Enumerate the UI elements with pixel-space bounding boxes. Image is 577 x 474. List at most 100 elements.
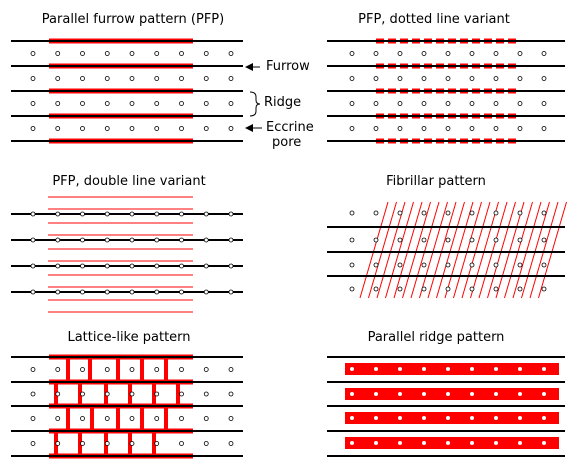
red-fibrillar-line (495, 201, 525, 299)
eccrine-pore (421, 126, 427, 131)
eccrine-pore (493, 51, 499, 56)
eccrine-pore (422, 392, 426, 396)
red-fibrillar-line (385, 201, 414, 299)
red-ridge-band (345, 412, 559, 424)
eccrine-pore (349, 237, 355, 243)
eccrine-pore (30, 263, 36, 269)
eccrine-pore (445, 126, 451, 131)
eccrine-pore (493, 101, 499, 106)
eccrine-pore (80, 76, 85, 81)
eccrine-pore (30, 441, 36, 446)
eccrine-pore (104, 367, 110, 372)
eccrine-pore (470, 441, 474, 445)
eccrine-pore (517, 51, 523, 56)
panel-pfp (11, 38, 243, 144)
eccrine-pore (422, 416, 426, 420)
eccrine-pore (179, 391, 184, 397)
panel-parallel-ridge (327, 356, 565, 457)
eccrine-pore (154, 101, 160, 106)
eccrine-pore (30, 211, 36, 217)
eccrine-pore (203, 416, 209, 421)
eccrine-pore (228, 76, 234, 81)
eccrine-pore (518, 392, 522, 396)
eccrine-pore (445, 101, 451, 106)
eccrine-pore (517, 262, 523, 268)
eccrine-pore (228, 126, 234, 131)
eccrine-pore (517, 237, 523, 243)
eccrine-pore (469, 51, 475, 56)
eccrine-pore (469, 101, 475, 106)
eccrine-pore (30, 289, 36, 295)
eccrine-pore (129, 237, 135, 243)
eccrine-pore (373, 286, 379, 292)
eccrine-pore (517, 76, 523, 81)
eccrine-pore (446, 392, 450, 396)
eccrine-pore (203, 237, 209, 243)
eccrine-pore (80, 101, 85, 106)
eccrine-pore (55, 126, 61, 131)
label-furrow: Furrow (266, 59, 310, 74)
eccrine-pore (203, 76, 209, 81)
eccrine-pore (55, 263, 61, 269)
eccrine-pore (228, 101, 234, 106)
eccrine-pore (179, 51, 184, 56)
eccrine-pore (80, 367, 85, 372)
eccrine-pore (129, 441, 135, 446)
eccrine-pore (349, 76, 355, 81)
eccrine-pore (398, 441, 402, 445)
eccrine-pore (398, 416, 402, 420)
eccrine-pore (469, 286, 475, 292)
eccrine-pore (228, 51, 234, 56)
eccrine-pore (397, 76, 403, 81)
eccrine-pore (494, 367, 498, 371)
eccrine-pore (179, 101, 184, 106)
eccrine-pore (373, 262, 379, 268)
red-fibrillar-line (538, 201, 567, 299)
red-fibrillar-line (470, 201, 499, 299)
eccrine-pore (397, 237, 403, 243)
eccrine-pore (446, 441, 450, 445)
eccrine-pore (55, 367, 61, 372)
panel-pfp-dotted (327, 38, 565, 144)
eccrine-pore (469, 210, 475, 216)
panel-pfp-double (11, 196, 243, 313)
red-fibrillar-line (368, 201, 397, 299)
red-fibrillar-line (419, 201, 448, 299)
eccrine-pore (349, 262, 355, 268)
eccrine-pore (104, 126, 110, 131)
eccrine-pore (397, 262, 403, 268)
eccrine-pore (445, 262, 451, 268)
red-fibrillar-line (402, 201, 431, 299)
eccrine-pore (349, 51, 355, 56)
eccrine-pore (542, 416, 546, 420)
red-fibrillar-line (487, 201, 516, 299)
eccrine-pore (470, 392, 474, 396)
eccrine-pore (30, 76, 36, 81)
eccrine-pore (203, 289, 209, 295)
eccrine-pore (154, 391, 160, 397)
eccrine-pore (179, 126, 184, 131)
eccrine-pore (179, 211, 184, 217)
eccrine-pore (30, 126, 36, 131)
eccrine-pore (541, 237, 547, 243)
eccrine-pore (542, 367, 546, 371)
eccrine-pore (80, 391, 85, 397)
title-lattice: Lattice-like pattern (67, 330, 191, 345)
red-ridge-band (345, 388, 559, 400)
eccrine-pore (541, 126, 547, 131)
title-fibrillar: Fibrillar pattern (386, 174, 486, 189)
eccrine-pore (421, 76, 427, 81)
red-fibrillar-line (444, 201, 474, 299)
eccrine-pore (55, 416, 61, 421)
eccrine-pore (518, 367, 522, 371)
eccrine-pore (203, 211, 209, 217)
eccrine-pore (373, 210, 379, 216)
eccrine-pore (445, 210, 451, 216)
eccrine-pore (80, 289, 85, 295)
red-fibrillar-line (376, 201, 406, 299)
eccrine-pore (80, 211, 85, 217)
eccrine-pore (129, 367, 135, 372)
eccrine-pore (104, 391, 110, 397)
eccrine-pore (228, 263, 234, 269)
eccrine-pore (350, 367, 354, 371)
